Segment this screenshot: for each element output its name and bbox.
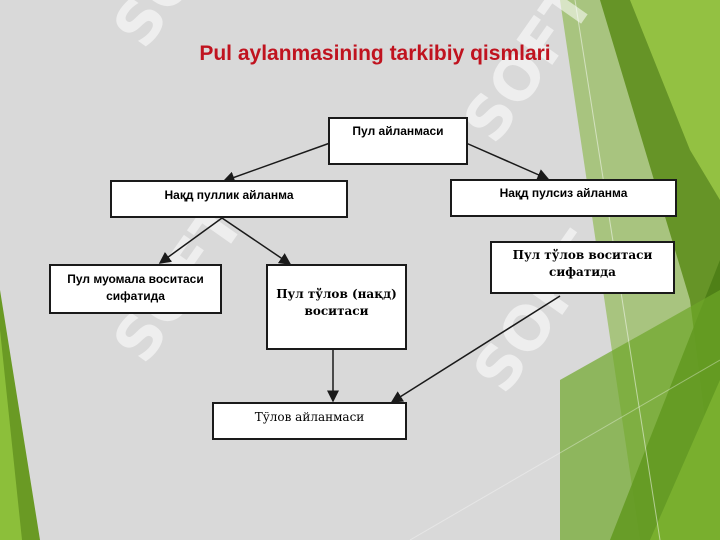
node-label: Тўлов айланмаси (254, 410, 365, 424)
slide-title: Pul aylanmasining tarkibiy qismlari (199, 42, 551, 65)
node-label: Нақд пулсиз айланма (499, 186, 628, 200)
node-label: Пул тўлов воситаси сифатида (512, 248, 653, 279)
node-noncash-turnover: Нақд пулсиз айланма (450, 179, 677, 217)
node-label: Нақд пуллик айланма (164, 188, 294, 202)
node-payment-turnover: Тўлов айланмаси (212, 402, 407, 440)
node-money-turnover: Пул айланмаси (328, 117, 468, 165)
arrow-root-to-noncash (465, 142, 550, 181)
node-label: Пул айланмаси (352, 124, 444, 138)
node-cash-turnover: Нақд пуллик айланма (110, 180, 348, 218)
node-cash-circulation-means: Пул муомала воситаси сифатида (49, 264, 222, 314)
arrow-cash-to-payment (221, 217, 292, 265)
node-cash-payment-means: Пул тўлов (нақд) воситаси (266, 264, 407, 350)
arrow-noncash-payment-to-turnover (390, 295, 561, 403)
arrow-cash-to-circulation (158, 217, 223, 264)
node-label: Пул муомала воситаси сифатида (67, 272, 204, 303)
node-noncash-payment-means: Пул тўлов воситаси сифатида (490, 241, 675, 294)
node-label: Пул тўлов (нақд) воситаси (276, 287, 397, 318)
arrow-root-to-cash (222, 142, 331, 184)
